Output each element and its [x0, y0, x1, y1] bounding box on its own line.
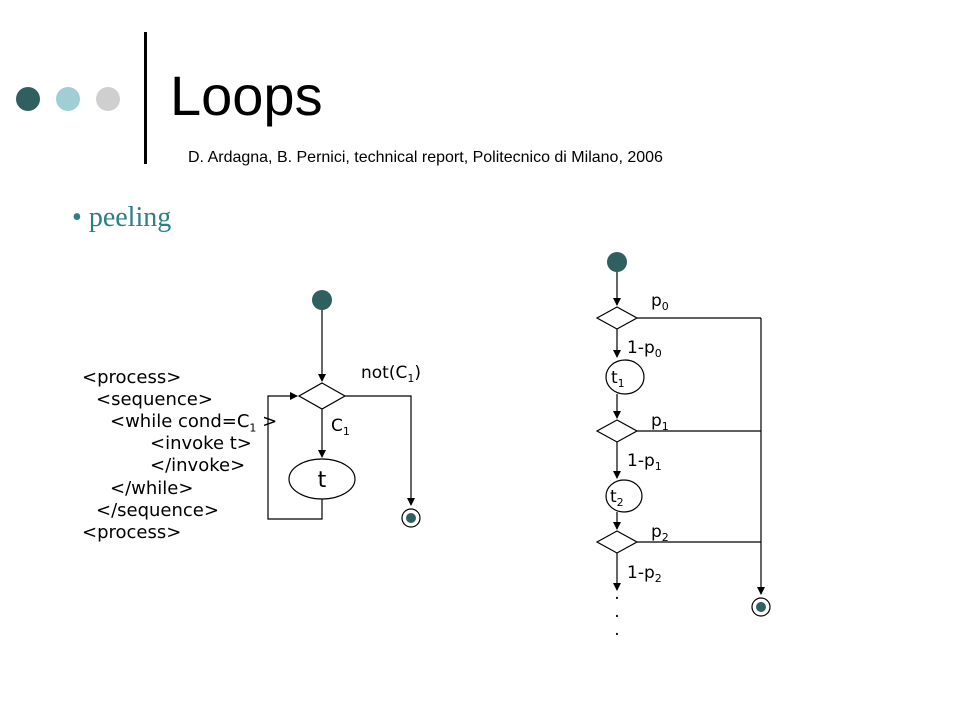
bullet-item: • peeling	[72, 202, 171, 234]
task-label-t1: t1	[611, 368, 625, 390]
code-line-5: </invoke>	[150, 455, 246, 476]
prob-label-p2: p2	[651, 522, 669, 544]
code-line-6: </while>	[110, 478, 194, 499]
exit-edge	[345, 395, 415, 506]
decision-diamond-2	[595, 530, 639, 554]
code-line-7: </sequence>	[96, 500, 219, 521]
title-divider	[144, 32, 147, 164]
code-line-2: <sequence>	[96, 389, 213, 410]
title-dot-gray	[96, 87, 120, 111]
code-while-head: <while cond=C	[110, 411, 250, 432]
citation: D. Ardagna, B. Pernici, technical report…	[188, 149, 663, 166]
loop-back-edge	[267, 392, 323, 520]
title-dot-dark	[16, 87, 40, 111]
code-while-tail: >	[256, 411, 278, 432]
ellipsis-dot-3: ·	[614, 625, 619, 645]
code-line-4: <invoke t>	[150, 433, 252, 454]
page-title: Loops	[170, 64, 323, 127]
ellipsis-dot-1: ·	[614, 589, 619, 609]
bullet-text: peeling	[88, 202, 172, 233]
prob-label-q1: 1-p1	[627, 451, 662, 473]
exit-condition-label: not(C1)	[361, 363, 421, 385]
ellipsis-dot-2: ·	[614, 607, 619, 627]
prob-label-q0: 1-p0	[627, 338, 662, 360]
task-label: t	[318, 468, 327, 493]
start-node-right	[607, 252, 627, 272]
code-line-8: <process>	[82, 522, 182, 543]
prob-label-p1: p1	[651, 411, 669, 433]
guard-decision-diamond	[297, 382, 347, 410]
guard-label: C1	[331, 416, 350, 438]
task-node-t1	[605, 359, 645, 395]
code-line-1: <process>	[82, 367, 182, 388]
start-node	[312, 290, 332, 310]
task-node-t2	[605, 479, 643, 513]
prob-label-p0: p0	[651, 291, 669, 313]
decision-diamond-0	[595, 306, 639, 330]
right-peeling-diagram: t1 p0 1-p0 t2 p1 1-p1 p2 1-p2 · · ·	[595, 252, 771, 645]
title-dot-teal	[56, 87, 80, 111]
bullet-symbol: •	[72, 202, 82, 233]
code-line-3: <while cond=C1 >	[110, 413, 277, 434]
left-loop-diagram: t C1 not(C1)	[267, 290, 421, 528]
end-node-inner	[406, 513, 416, 523]
task-label-t2: t2	[610, 487, 624, 509]
prob-label-q2: 1-p2	[627, 563, 662, 585]
code-while-sub: 1	[249, 421, 257, 435]
end-node-right-inner	[756, 602, 766, 612]
decision-diamond-1	[595, 419, 639, 443]
